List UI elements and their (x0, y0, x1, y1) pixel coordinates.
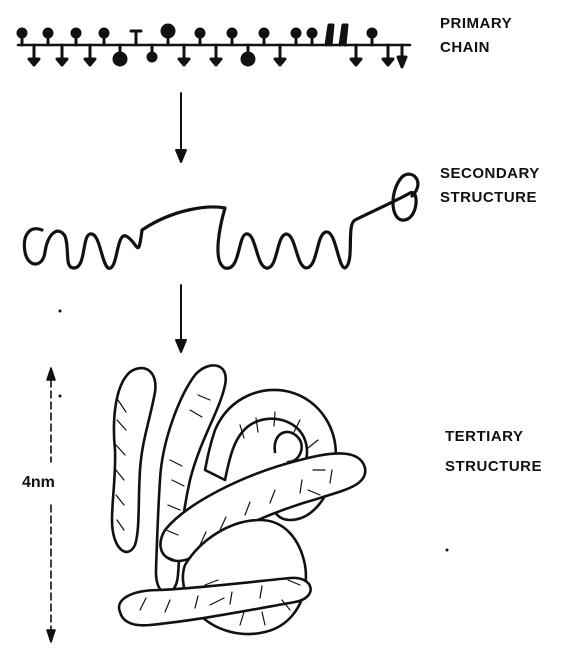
residue-glyph (179, 45, 189, 65)
down-arrow-2 (176, 285, 186, 352)
primary-chain-drawing (18, 25, 410, 67)
residue-glyph (260, 29, 268, 45)
secondary-structure-drawing (24, 174, 418, 268)
scale-label: 4nm (22, 474, 55, 492)
residue-glyph (242, 45, 254, 65)
residue-glyph (100, 29, 108, 45)
residue-glyph (368, 29, 376, 45)
residue-glyph (148, 45, 156, 61)
tertiary-label-line2: STRUCTURE (445, 457, 542, 477)
residue-glyph (211, 45, 221, 65)
down-arrow-1 (176, 93, 186, 162)
tertiary-tube-segment (112, 368, 155, 552)
primary-chain-label: PRIMARY CHAIN (440, 14, 512, 58)
residue-glyph (162, 25, 174, 45)
residue-glyph (340, 25, 347, 45)
scale-bar (47, 368, 55, 642)
residue-glyph (72, 29, 80, 45)
secondary-label-line1: SECONDARY (440, 164, 540, 184)
residue-glyph (85, 45, 95, 65)
primary-label-line1: PRIMARY (440, 14, 512, 34)
tertiary-structure-label: TERTIARY STRUCTURE (445, 427, 542, 477)
residue-glyph (114, 45, 126, 65)
residue-glyph (383, 45, 393, 65)
residue-glyph (196, 29, 204, 45)
residue-glyph (275, 45, 285, 65)
secondary-label-line2: STRUCTURE (440, 188, 540, 208)
residue-glyph (29, 45, 39, 65)
residue-glyph (326, 25, 333, 45)
residue-glyph (228, 29, 236, 45)
residue-glyph (308, 29, 316, 45)
residue-glyph (131, 31, 141, 45)
secondary-structure-label: SECONDARY STRUCTURE (440, 164, 540, 208)
residue-glyph (398, 45, 406, 67)
tertiary-structure-drawing (112, 365, 365, 634)
tertiary-tube-segment (275, 432, 302, 462)
residue-glyph (18, 29, 26, 45)
primary-label-line2: CHAIN (440, 38, 512, 58)
tertiary-label-line1: TERTIARY (445, 427, 542, 447)
residue-glyph (57, 45, 67, 65)
residue-glyph (292, 29, 300, 45)
residue-glyph (44, 29, 52, 45)
residue-glyph (351, 45, 361, 65)
